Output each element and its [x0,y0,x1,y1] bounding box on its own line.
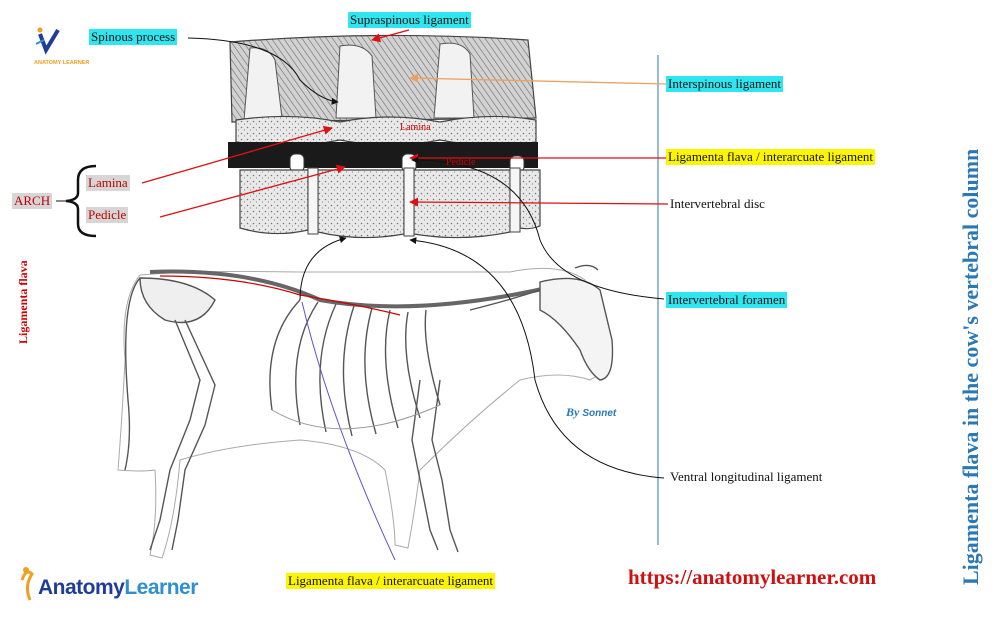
credit: By Sonnet [566,405,616,420]
logo-small-text: ANATOMY LEARNER [34,60,89,66]
label-spinous-process: Spinous process [89,29,178,45]
brand-icon [20,567,34,601]
page-title: Ligamenta flava in the cow's vertebral c… [958,148,983,585]
label-pedicle: Pedicle [86,207,129,223]
pointer-lines [141,29,669,479]
brand-part-1: Anatomy [38,576,125,599]
label-lamina: Lamina [86,175,130,191]
brand-logo: AnatomyLearner [38,576,198,600]
cow-skeleton [117,264,614,561]
label-supraspinous-ligament: Supraspinous ligament [348,12,471,28]
label-arch: ARCH [12,193,53,209]
side-label-ligamenta-flava: Ligamenta flava [16,260,30,344]
credit-by: By [566,405,580,419]
label-intervertebral-foramen: Intervertebral foramen [666,292,788,308]
logo-icon [35,27,60,55]
brand-part-2: Learner [124,576,198,599]
label-pedicle-inner: Pedicle [446,157,476,168]
label-interspinous-ligament: Interspinous ligament [666,76,784,92]
label-ventral-longitudinal-ligament: Ventral longitudinal ligament [670,469,823,484]
label-lamina-inner: Lamina [400,122,431,133]
credit-name: Sonnet [582,408,617,419]
vertebral-column-section [228,34,541,239]
label-ligamenta-flava-bottom: Ligamenta flava / interarcuate ligament [286,573,496,589]
label-ligamenta-flava-top: Ligamenta flava / interarcuate ligament [666,149,876,165]
label-intervertebral-disc: Intervertebral disc [670,196,765,211]
website-link[interactable]: https://anatomylearner.com [628,565,877,589]
